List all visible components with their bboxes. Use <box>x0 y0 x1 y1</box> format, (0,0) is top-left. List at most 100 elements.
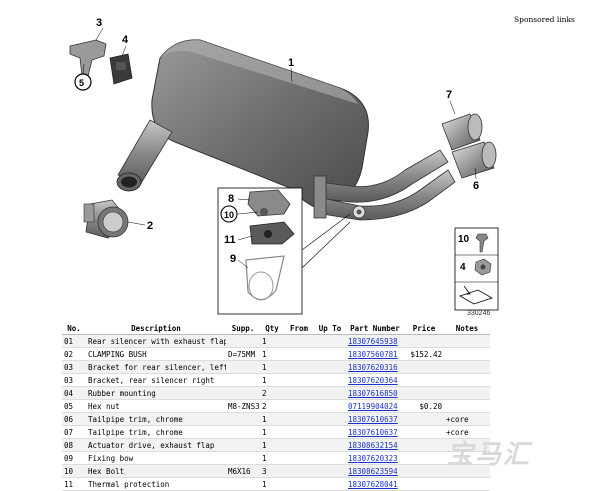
cell-upto <box>314 438 346 452</box>
col-header-description: Description <box>86 322 226 335</box>
cell-supp: M6X16 <box>226 464 260 478</box>
tailpipe-trim-6 <box>451 141 497 179</box>
cell-supp <box>226 451 260 465</box>
cell-no: 11 <box>62 477 86 491</box>
cell-no: 05 <box>62 399 86 413</box>
part-number-link[interactable]: 18307628041 <box>348 479 398 489</box>
part-number-link[interactable]: 18307645938 <box>348 336 398 346</box>
cell-no: 09 <box>62 451 86 465</box>
fastener-legend: 10 4 <box>454 227 499 311</box>
cell-no: 08 <box>62 438 86 452</box>
callout-10: 10 <box>224 210 234 220</box>
col-header-notes: Notes <box>444 322 490 335</box>
cell-from <box>284 334 314 348</box>
cell-no: 03 <box>62 360 86 374</box>
cell-price <box>404 438 444 452</box>
cell-from <box>284 373 314 387</box>
cell-upto <box>314 477 346 491</box>
cell-qty: 1 <box>260 477 284 491</box>
cell-price <box>404 451 444 465</box>
callout-4: 4 <box>122 34 129 46</box>
cell-upto <box>314 386 346 400</box>
cell-upto <box>314 360 346 374</box>
cell-qty: 1 <box>260 412 284 426</box>
cell-part-number: 18307620316 <box>346 360 404 374</box>
cell-supp: M8-ZNS3 <box>226 399 260 413</box>
cell-description: Rear silencer with exhaust flap <box>86 334 226 348</box>
part-number-link[interactable]: 07119904024 <box>348 401 398 411</box>
cell-from <box>284 347 314 361</box>
cell-no: 02 <box>62 347 86 361</box>
cell-notes <box>444 451 490 465</box>
cell-price <box>404 386 444 400</box>
legend-hex-nut-number: 4 <box>460 262 466 273</box>
rubber-mounting-part <box>109 53 133 85</box>
cell-upto <box>314 347 346 361</box>
cell-from <box>284 412 314 426</box>
cell-supp <box>226 425 260 439</box>
cell-description: Actuator drive, exhaust flap <box>86 438 226 452</box>
cell-notes <box>444 438 490 452</box>
part-number-link[interactable]: 18308632154 <box>348 440 398 450</box>
cell-price <box>404 464 444 478</box>
part-number-link[interactable]: 18307616850 <box>348 388 398 398</box>
cell-notes <box>444 477 490 491</box>
cell-part-number: 07119904024 <box>346 399 404 413</box>
cell-part-number: 18307620323 <box>346 451 404 465</box>
cell-price: $0.20 <box>404 399 444 413</box>
cell-supp <box>226 360 260 374</box>
part-number-link[interactable]: 18307610637 <box>348 414 398 424</box>
cell-upto <box>314 373 346 387</box>
part-number-link[interactable]: 18307620323 <box>348 453 398 463</box>
cell-upto <box>314 334 346 348</box>
cell-notes <box>444 464 490 478</box>
cell-supp <box>226 386 260 400</box>
cell-qty: 1 <box>260 347 284 361</box>
cell-description: Thermal protection <box>86 477 226 491</box>
exhaust-parts-diagram: 3 4 5 1 2 7 6 8 10 11 9 10 4 <box>69 17 499 315</box>
inlet-pipe-part <box>116 119 173 192</box>
cell-description: Rubber mounting <box>86 386 226 400</box>
legend-hex-bolt-number: 10 <box>458 234 470 245</box>
cell-notes: +core <box>444 425 490 439</box>
cell-price <box>404 334 444 348</box>
cell-qty: 3 <box>260 464 284 478</box>
part-number-link[interactable]: 18307620364 <box>348 375 398 385</box>
cell-description: Hex nut <box>86 399 226 413</box>
col-header-no: No. <box>62 322 86 335</box>
cell-part-number: 18308623594 <box>346 464 404 478</box>
tailpipe-trim-7 <box>441 113 483 151</box>
part-number-link[interactable]: 18307610637 <box>348 427 398 437</box>
cell-price: $152.42 <box>404 347 444 361</box>
cell-upto <box>314 425 346 439</box>
cell-no: 10 <box>62 464 86 478</box>
cell-from <box>284 438 314 452</box>
cell-description: Bracket, rear silencer right <box>86 373 226 387</box>
cell-no: 04 <box>62 386 86 400</box>
clamping-bush-part <box>83 199 129 239</box>
cell-price <box>404 425 444 439</box>
col-header-part-number: Part Number <box>346 322 404 335</box>
cell-part-number: 18307616850 <box>346 386 404 400</box>
part-number-link[interactable]: 18307560781 <box>348 349 398 359</box>
cell-notes <box>444 347 490 361</box>
part-number-link[interactable]: 18307620316 <box>348 362 398 372</box>
col-header-price: Price <box>404 322 444 335</box>
cell-upto <box>314 412 346 426</box>
cell-from <box>284 386 314 400</box>
cell-upto <box>314 399 346 413</box>
table-header-row: No. Description Supp. Qty From Up To Par… <box>62 322 490 335</box>
part-number-link[interactable]: 18308623594 <box>348 466 398 476</box>
plate-icon <box>459 289 493 305</box>
cell-supp <box>226 373 260 387</box>
parts-table: No. Description Supp. Qty From Up To Par… <box>62 322 490 491</box>
callout-6: 6 <box>473 180 479 192</box>
callout-11: 11 <box>224 234 236 246</box>
